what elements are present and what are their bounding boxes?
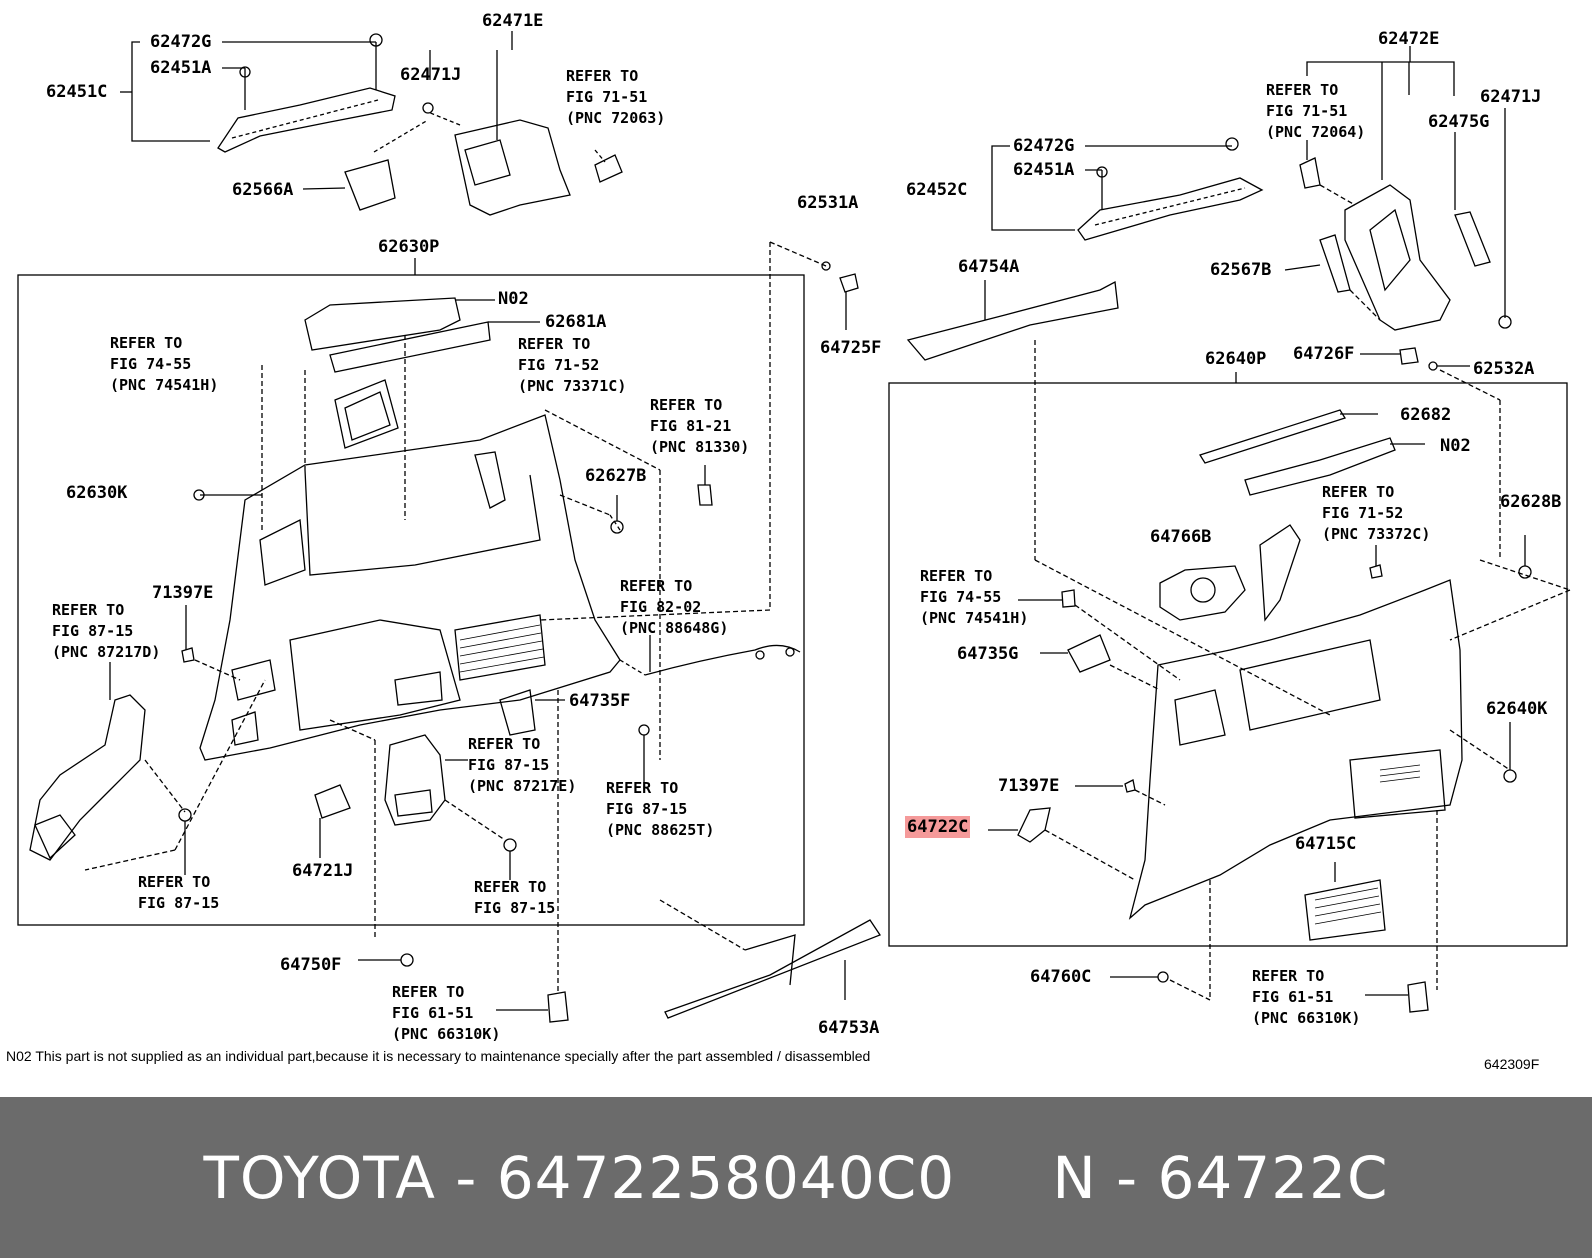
part-label-62630P: 62630P: [378, 237, 440, 257]
part-label-64725F: 64725F: [820, 338, 882, 358]
part-label-64766B: 64766B: [1150, 527, 1212, 547]
part-label-64735G: 64735G: [957, 644, 1019, 664]
part-label-62471J-left: 62471J: [400, 65, 462, 85]
refer-note-66310K-right: REFER TO FIG 61-51 (PNC 66310K): [1252, 967, 1361, 1027]
figure-code: 642309F: [1484, 1056, 1540, 1072]
part-label-64722C-highlighted[interactable]: 64722C: [905, 816, 971, 838]
part-label-62640K: 62640K: [1486, 699, 1548, 719]
part-label-62471E: 62471E: [482, 11, 544, 31]
part-label-62451A-left: 62451A: [150, 58, 212, 78]
part-label-62531A: 62531A: [797, 193, 859, 213]
refer-note-72063: REFER TO FIG 71-51 (PNC 72063): [566, 67, 666, 127]
part-label-62627B: 62627B: [585, 466, 647, 486]
right-group-box: [888, 382, 1568, 947]
refer-note-87217D: REFER TO FIG 87-15 (PNC 87217D): [52, 601, 161, 661]
part-label-62472G-right: 62472G: [1013, 136, 1075, 156]
part-label-64735F: 64735F: [569, 691, 631, 711]
refer-note-73371C: REFER TO FIG 71-52 (PNC 73371C): [518, 335, 627, 395]
part-label-62451C: 62451C: [46, 82, 108, 102]
part-label-62471J-right: 62471J: [1480, 87, 1542, 107]
refer-note-66310K-left: REFER TO FIG 61-51 (PNC 66310K): [392, 983, 501, 1043]
part-label-64760C: 64760C: [1030, 967, 1092, 987]
part-label-62567B: 62567B: [1210, 260, 1272, 280]
refer-note-72064: REFER TO FIG 71-51 (PNC 72064): [1266, 81, 1366, 141]
part-label-64715C: 64715C: [1295, 834, 1357, 854]
part-label-64750F: 64750F: [280, 955, 342, 975]
refer-note-88625T: REFER TO FIG 87-15 (PNC 88625T): [606, 779, 715, 839]
refer-note-87-15-center: REFER TO FIG 87-15: [474, 878, 556, 917]
part-label-62682: 62682: [1400, 405, 1452, 425]
banner-text: TOYOTA - 6472258040C0 N - 64722C: [203, 1143, 1389, 1212]
part-label-64726F: 64726F: [1293, 344, 1355, 364]
part-label-62452C: 62452C: [906, 180, 968, 200]
part-label-71397E-left: 71397E: [152, 583, 214, 603]
part-label-62472E: 62472E: [1378, 29, 1440, 49]
refer-note-88648G: REFER TO FIG 82-02 (PNC 88648G): [620, 577, 729, 637]
part-label-62628B: 62628B: [1500, 492, 1562, 512]
refer-note-87-15-left: REFER TO FIG 87-15: [138, 873, 220, 912]
part-number: 6472258040C0: [496, 1143, 956, 1212]
part-label-62472G-left: 62472G: [150, 32, 212, 52]
part-label-64753A: 64753A: [818, 1018, 880, 1038]
left-group-box: [17, 274, 805, 926]
part-label-62475G: 62475G: [1428, 112, 1490, 132]
part-label-62681A: 62681A: [545, 312, 607, 332]
brand-name: TOYOTA: [203, 1143, 436, 1212]
part-label-64754A: 64754A: [958, 257, 1020, 277]
part-banner: TOYOTA - 6472258040C0 N - 64722C: [0, 1097, 1592, 1258]
refer-note-74541H-right: REFER TO FIG 74-55 (PNC 74541H): [920, 567, 1029, 627]
part-label-62566A: 62566A: [232, 180, 294, 200]
parts-diagram: 62472G 62451A 62451C 62471E 62471J 62566…: [6, 11, 1571, 1072]
part-label-62532A: 62532A: [1473, 359, 1535, 379]
part-label-71397E-right: 71397E: [998, 776, 1060, 796]
part-label-N02-right: N02: [1440, 436, 1471, 456]
refer-note-81330: REFER TO FIG 81-21 (PNC 81330): [650, 396, 750, 456]
part-label-62630K: 62630K: [66, 483, 128, 503]
ref-code: N - 64722C: [1052, 1143, 1389, 1212]
part-label-64721J: 64721J: [292, 861, 354, 881]
part-label-62451A-right: 62451A: [1013, 160, 1075, 180]
part-label-62640P: 62640P: [1205, 349, 1267, 369]
footnote: N02 This part is not supplied as an indi…: [6, 1048, 871, 1064]
highlight-box: 64722C: [905, 816, 971, 838]
part-label-N02-left: N02: [498, 289, 529, 309]
refer-note-87217E: REFER TO FIG 87-15 (PNC 87217E): [468, 735, 577, 795]
diagram-drawing: [17, 31, 1571, 1023]
refer-note-73372C: REFER TO FIG 71-52 (PNC 73372C): [1322, 483, 1431, 543]
refer-note-74541H-left: REFER TO FIG 74-55 (PNC 74541H): [110, 334, 219, 394]
